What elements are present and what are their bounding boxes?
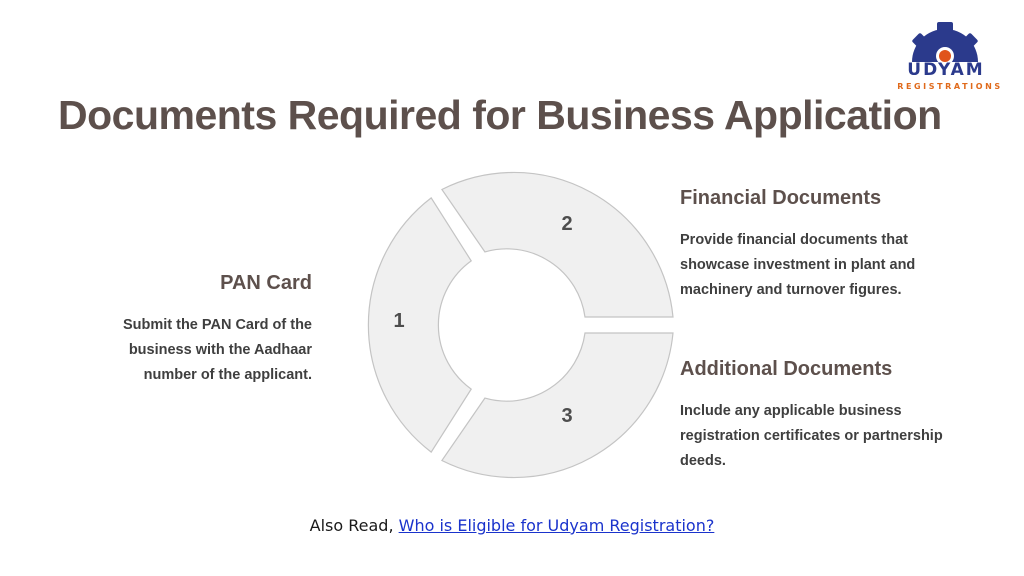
page-title: Documents Required for Business Applicat… [58, 92, 942, 138]
pan-card-description: Submit the PAN Card of the business with… [122, 317, 312, 383]
logo-word: UDYAM [907, 60, 985, 80]
eligibility-link[interactable]: Who is Eligible for Udyam Registration? [398, 516, 715, 535]
also-read-footer: Also Read, Who is Eligible for Udyam Reg… [0, 516, 1024, 535]
segment-1-number: 1 [393, 310, 404, 332]
logo-dot-icon [939, 50, 951, 62]
segment-2: 2 [441, 171, 674, 318]
pan-card-heading: PAN Card [220, 272, 312, 294]
udyam-logo: UDYAM REGISTRATIONS [888, 18, 1012, 98]
segment-3: 3 [441, 332, 674, 479]
segment-ring: 1 2 3 [367, 171, 674, 479]
additional-documents-description: Include any applicable business registra… [680, 403, 943, 469]
logo-subtitle: REGISTRATIONS [897, 82, 1003, 91]
financial-documents-description: Provide financial documents that showcas… [680, 232, 916, 298]
segment-2-number: 2 [561, 213, 572, 235]
gear-icon [912, 22, 978, 62]
segment-3-number: 3 [561, 405, 572, 427]
also-read-prefix: Also Read, [309, 516, 399, 535]
additional-documents-heading: Additional Documents [680, 358, 893, 380]
financial-documents-heading: Financial Documents [680, 187, 882, 209]
segment-1: 1 [367, 197, 473, 453]
